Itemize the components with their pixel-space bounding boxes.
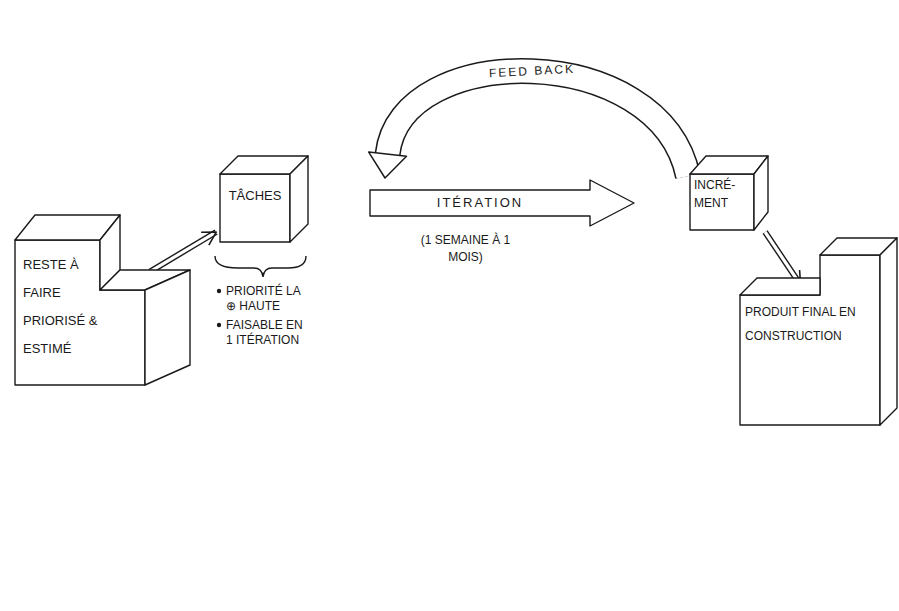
arrow-shaft (150, 232, 216, 272)
node-text: ITÉRATION (370, 189, 590, 217)
node-text: TÂCHES (220, 182, 290, 210)
node-text: RESTE À FAIRE PRIORISÉ & ESTIMÉ (23, 251, 103, 363)
block-face (370, 180, 634, 226)
feedback-band-inner (388, 71, 688, 176)
iteration-arrow: ITÉRATION(1 SEMAINE À 1 MOIS) (368, 178, 638, 228)
arrow-shaft (765, 232, 801, 285)
block-face (145, 270, 190, 385)
stepped-block: PRODUIT FINAL EN CONSTRUCTION (735, 230, 899, 430)
feedback-arrow (369, 71, 688, 178)
cube-box: TÂCHES (218, 152, 310, 244)
flow-arrow (765, 232, 801, 285)
block-face (220, 174, 290, 242)
bullet-note: FAISABLE EN 1 ITÉRATION (226, 318, 311, 348)
bullet-dot (217, 323, 221, 327)
arrow-head (201, 232, 216, 245)
arrow-shaft-inner (150, 232, 216, 272)
block-face (880, 238, 897, 425)
feedback-band (388, 71, 688, 176)
arrow-shaft-inner (765, 232, 801, 285)
block-face (15, 240, 145, 385)
flow-arrow (150, 232, 216, 272)
node-text: INCRÉ- MENT (694, 176, 750, 212)
block-face (754, 156, 768, 230)
block-face (740, 255, 880, 425)
stepped-block: RESTE À FAIRE PRIORISÉ & ESTIMÉ (15, 205, 200, 390)
bullet-dot (217, 289, 221, 293)
node-text: PRODUIT FINAL EN CONSTRUCTION (745, 300, 857, 348)
arrow-head (369, 152, 407, 178)
block-face (290, 156, 308, 242)
bullet-note: PRIORITÉ LA ⊕ HAUTE (226, 284, 311, 314)
cube-box: INCRÉ- MENT (688, 150, 770, 232)
node-subtext: (1 SEMAINE À 1 MOIS) (408, 232, 523, 266)
block-face (740, 278, 820, 295)
block-face (690, 174, 754, 230)
curly-brace (215, 256, 306, 277)
